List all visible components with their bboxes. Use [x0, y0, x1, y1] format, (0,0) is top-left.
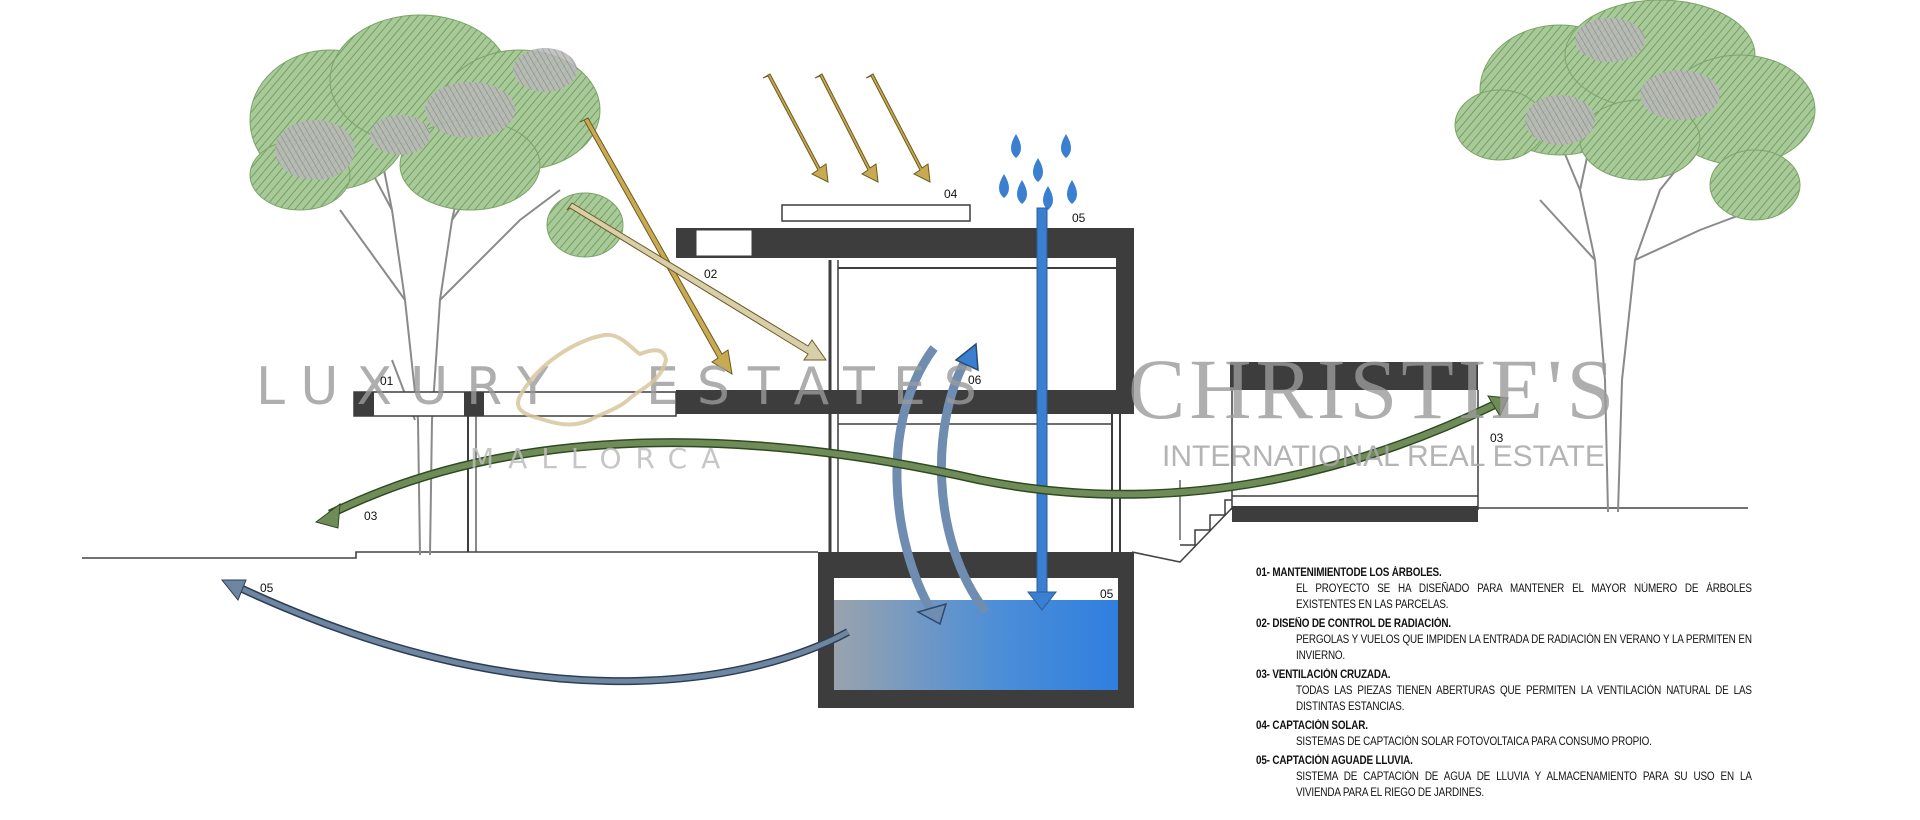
stored-water: [834, 600, 1118, 690]
legend-title-solar: 04- CAPTACIÓN SOLAR.: [1256, 720, 1368, 732]
label-rain: 05: [1072, 211, 1086, 225]
label-solar: 04: [944, 187, 958, 201]
label-ventilation-left: 03: [364, 509, 378, 523]
watermark-luxury: LUXURY: [256, 357, 567, 417]
legend-item: 01- MANTENIMIENTODE LOS ÁRBOLES. EL PROY…: [1256, 565, 1754, 613]
legend-text-solar: SISTEMAS DE CAPTACIÓN SOLAR FOTOVOLTAICA…: [1296, 736, 1652, 748]
house-section: [353, 204, 1479, 708]
legend-title-radiation: 02- DISEÑO DE CONTROL DE RADIACIÓN.: [1256, 618, 1451, 630]
convection-arrows: [892, 342, 990, 626]
label-convection: 06: [968, 373, 982, 387]
sun-radiation-arrows: [566, 73, 931, 375]
mallorca-island-logo: [516, 332, 669, 427]
diagram-labels: 01 02 03 03 04 05 05 05 06: [260, 187, 1504, 601]
rainwater-arrow: [1026, 207, 1058, 611]
solar-panel: [781, 204, 971, 222]
legend-text-radiation: PERGOLAS Y VUELOS QUE IMPIDEN LA ENTRADA…: [1296, 634, 1752, 662]
label-ventilation-right: 03: [1490, 431, 1504, 445]
legend-item: 03- VENTILACIÓN CRUZADA. TODAS LAS PIEZA…: [1256, 667, 1754, 715]
legend-text-trees: EL PROYECTO SE HA DISEÑADO PARA MANTENER…: [1296, 583, 1752, 611]
legend-item: 04- CAPTACIÓN SOLAR. SISTEMAS DE CAPTACI…: [1256, 718, 1754, 750]
legend-title-ventilation: 03- VENTILACIÓN CRUZADA.: [1256, 669, 1391, 681]
label-cistern: 05: [1100, 587, 1114, 601]
watermark-international: INTERNATIONAL REAL ESTATE: [1162, 440, 1605, 473]
cross-ventilation-arrow: [314, 395, 1509, 529]
irrigation-arrow: [220, 579, 850, 686]
legend-item: 02- DISEÑO DE CONTROL DE RADIACIÓN. PERG…: [1256, 616, 1754, 664]
rain-drops: [999, 134, 1077, 210]
legend-text-rain: SISTEMA DE CAPTACIÓN DE AGUA DE LLUVIA Y…: [1296, 771, 1752, 799]
annex-roof: [1230, 362, 1478, 390]
watermark-estates: ESTATES: [646, 357, 995, 417]
label-radiation: 02: [704, 267, 718, 281]
left-tree: [249, 14, 624, 556]
watermark-mallorca: MALLORCA: [470, 442, 734, 475]
label-trees: 01: [380, 374, 394, 388]
watermark: LUXURY ESTATES MALLORCA CHRISTIE'S INTER…: [256, 332, 1618, 475]
right-tree: [1454, 0, 1816, 513]
legend-title-trees: 01- MANTENIMIENTODE LOS ÁRBOLES.: [1256, 567, 1442, 579]
watermark-christies: CHRISTIE'S: [1128, 341, 1618, 437]
label-irrigation: 05: [260, 581, 274, 595]
legend-item: 05- CAPTACIÓN AGUADE LLUVIA. SISTEMA DE …: [1256, 753, 1754, 801]
legend-title-rain: 05- CAPTACIÓN AGUADE LLUVIA.: [1256, 755, 1413, 767]
legend: 01- MANTENIMIENTODE LOS ÁRBOLES. EL PROY…: [1256, 562, 1754, 801]
legend-text-ventilation: TODAS LAS PIEZAS TIENEN ABERTURAS QUE PE…: [1296, 685, 1752, 713]
